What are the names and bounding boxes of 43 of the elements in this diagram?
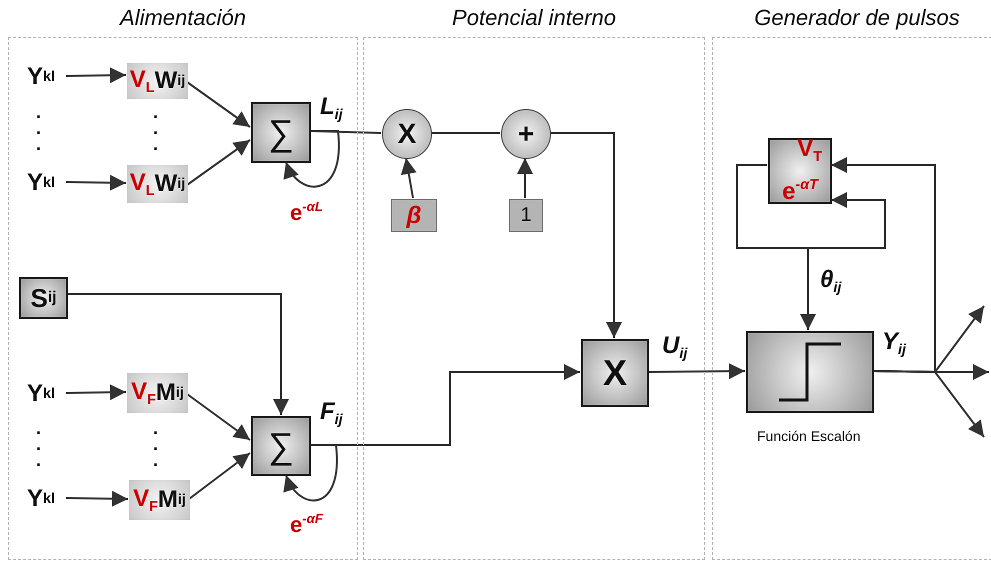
multiply-circle: X bbox=[382, 109, 432, 159]
formula-text: V$_{T}$ bbox=[797, 135, 822, 168]
arrow bbox=[188, 452, 251, 500]
edge-label: L$_{ij}$ bbox=[320, 95, 343, 122]
arrow bbox=[310, 364, 580, 446]
arrow bbox=[186, 393, 251, 441]
step-function-box bbox=[746, 331, 874, 413]
edge-label: F$_{ij}$ bbox=[320, 400, 343, 428]
ellipsis-dots: ... bbox=[153, 104, 159, 152]
ellipsis-dots: ... bbox=[36, 104, 42, 152]
ellipsis-dots: ... bbox=[36, 420, 42, 468]
arrow bbox=[736, 164, 816, 330]
threshold-box bbox=[768, 138, 832, 204]
ellipsis-dots: ... bbox=[153, 420, 159, 468]
sum-block: ∑ bbox=[251, 416, 311, 476]
arrow bbox=[648, 363, 746, 380]
arrow bbox=[872, 370, 985, 438]
multiply-block: X bbox=[581, 339, 649, 407]
arrow bbox=[550, 132, 622, 338]
arrow bbox=[284, 444, 338, 502]
edge-label: Y$_{ij}$ bbox=[882, 330, 906, 358]
caption-text: Función Escalón bbox=[757, 428, 861, 444]
arrow bbox=[831, 157, 936, 374]
constant-box: 1 bbox=[509, 199, 543, 232]
arrow bbox=[67, 293, 289, 415]
arrow bbox=[400, 158, 417, 198]
arrow bbox=[66, 174, 126, 191]
arrow bbox=[66, 490, 128, 507]
sum-block: ∑ bbox=[251, 102, 311, 163]
group-title: Alimentación bbox=[118, 5, 247, 31]
arrow bbox=[186, 139, 251, 186]
group-title: Potencial interno bbox=[451, 5, 617, 31]
arrow bbox=[517, 158, 533, 198]
arrow bbox=[66, 67, 126, 84]
group-title: Generador de pulsos bbox=[753, 5, 961, 31]
formula-text: e$^{-αT}$ bbox=[782, 176, 818, 207]
arrow bbox=[66, 384, 126, 400]
arrow bbox=[285, 130, 340, 188]
edge-label: θ$_{ij}$ bbox=[820, 268, 842, 296]
edge-label: U$_{ij}$ bbox=[662, 334, 688, 362]
parameter-box: β bbox=[391, 199, 437, 232]
arrow bbox=[186, 81, 251, 128]
add-circle: + bbox=[501, 109, 551, 159]
